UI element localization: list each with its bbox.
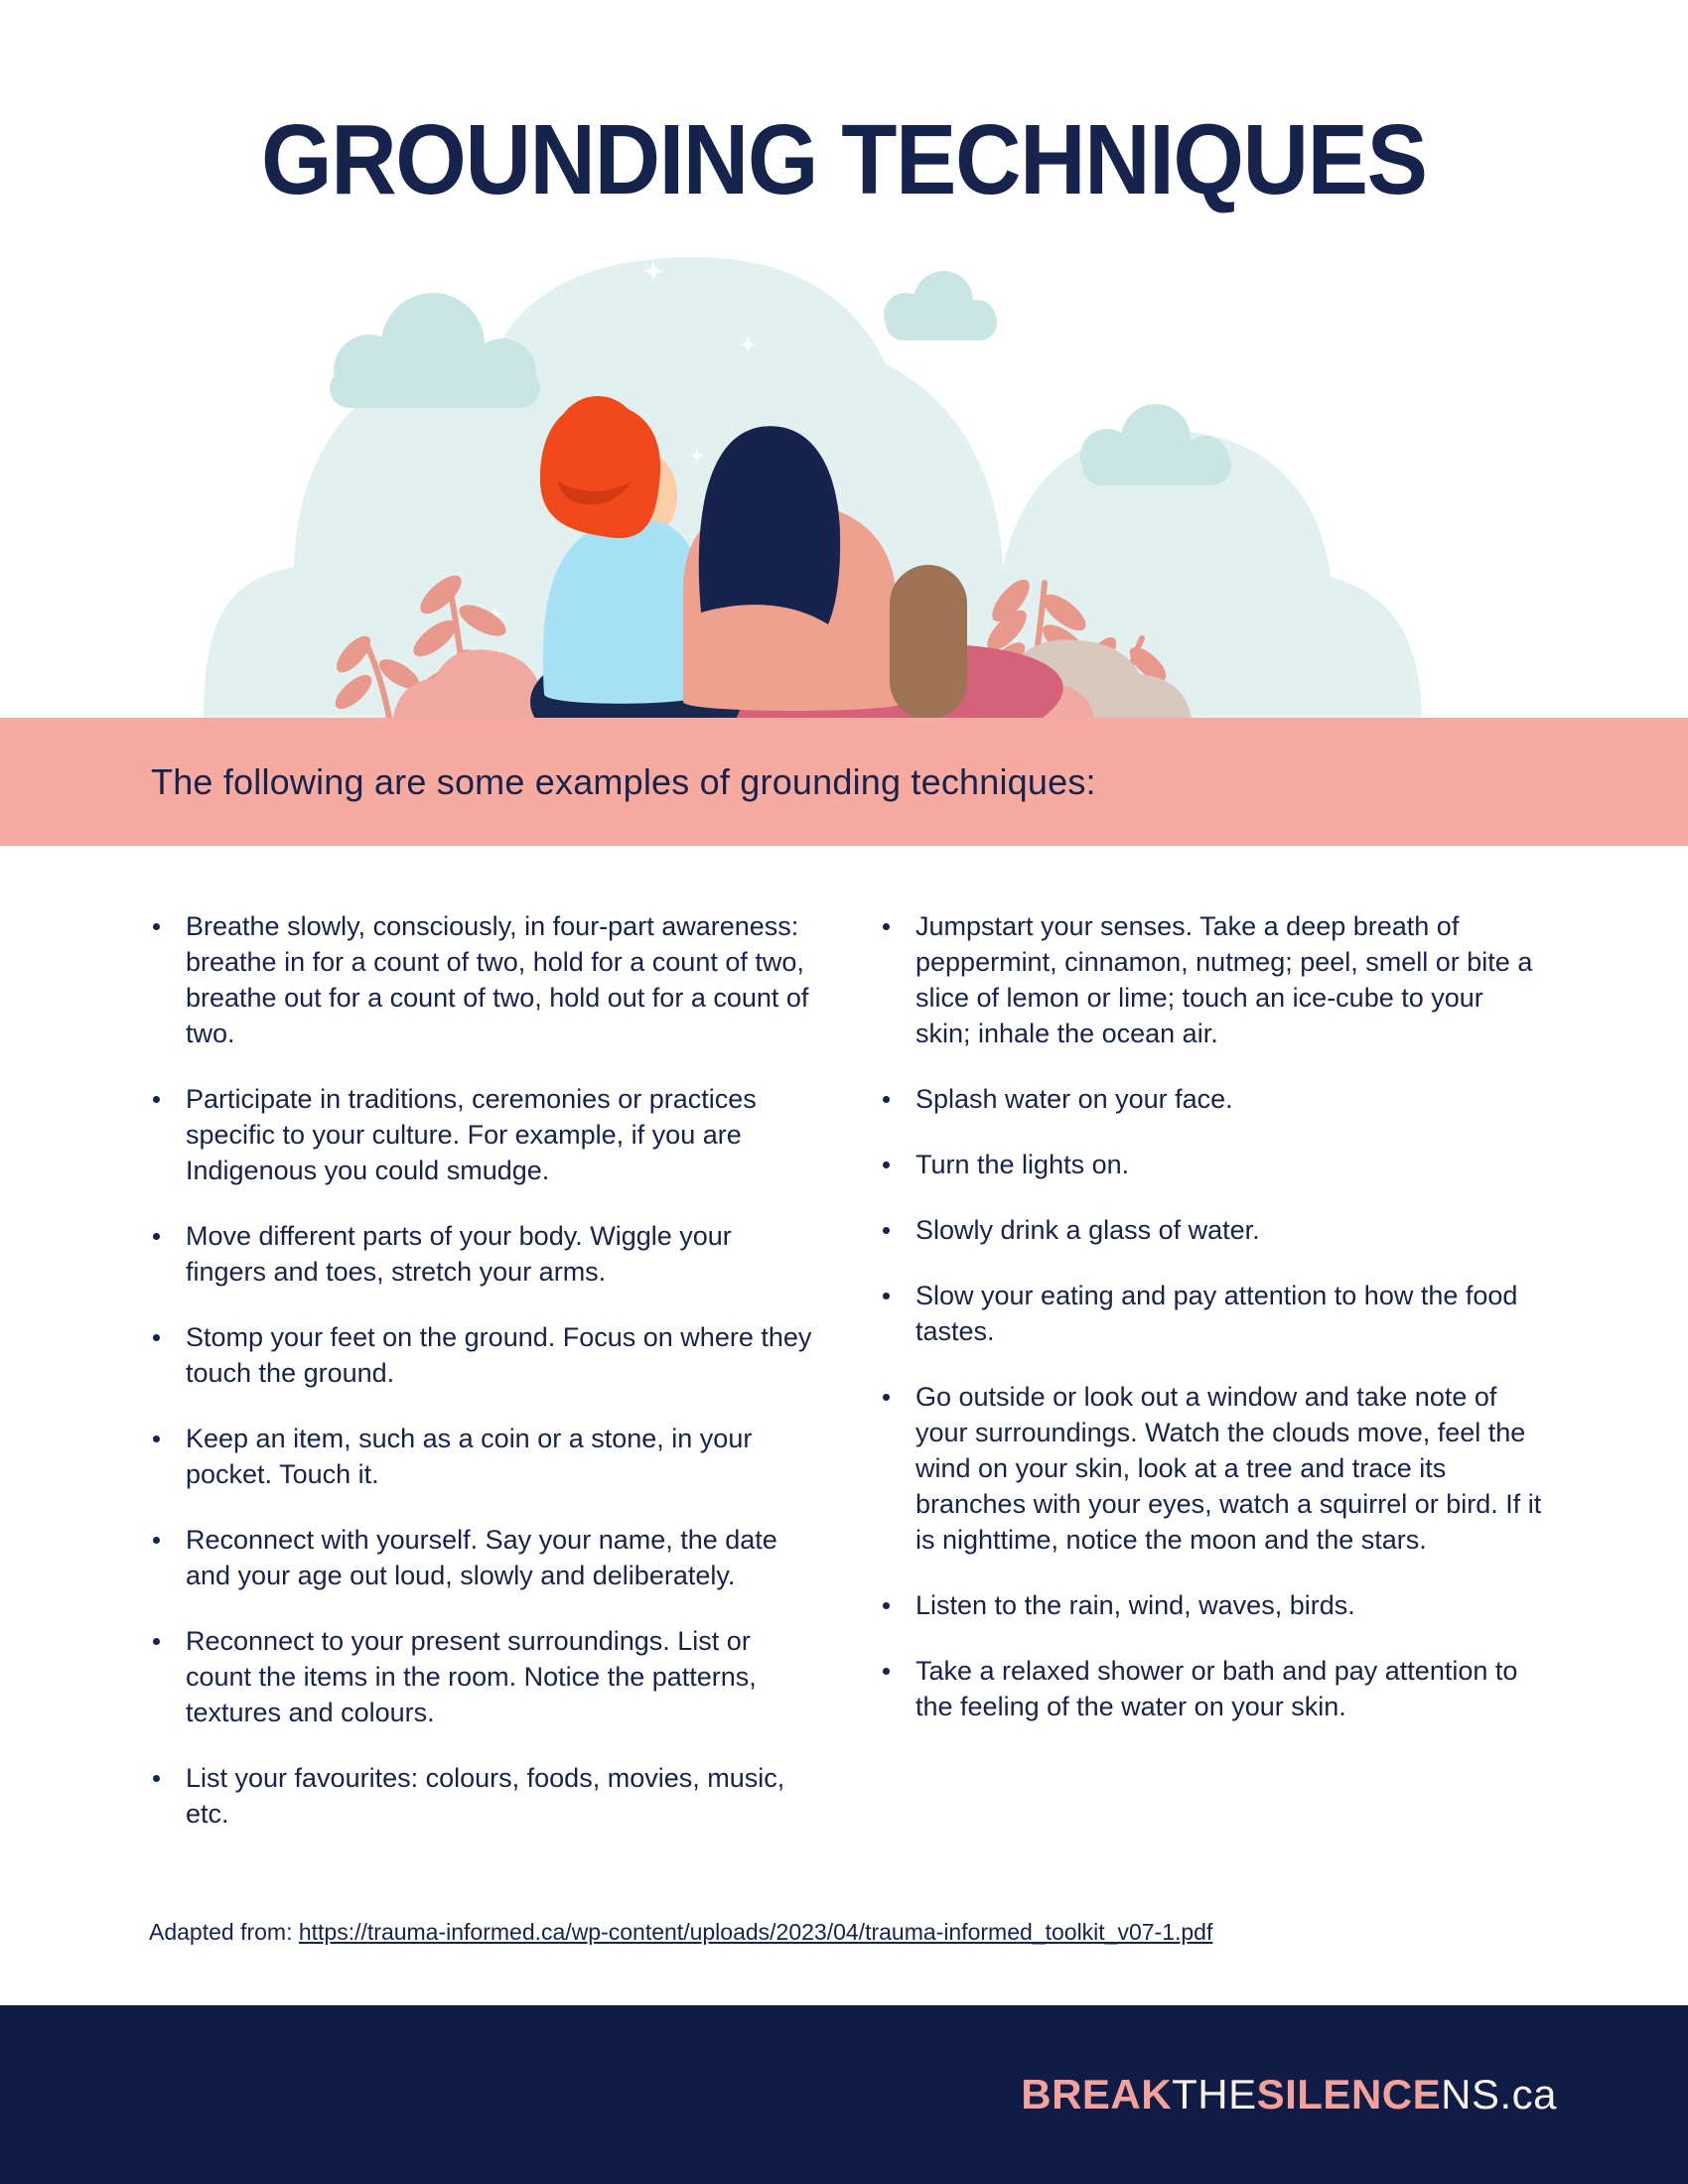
list-item: Participate in traditions, ceremonies or… — [152, 1081, 812, 1188]
bullet-dot — [883, 1096, 890, 1103]
bullet-dot — [153, 1233, 160, 1240]
list-item-text: Reconnect with yourself. Say your name, … — [186, 1525, 777, 1590]
bullet-dot — [883, 923, 890, 930]
brand-segment-nsca: NS.ca — [1441, 2071, 1557, 2117]
bullet-dot — [153, 1638, 160, 1645]
person-left-body — [542, 518, 705, 704]
intro-banner: The following are some examples of groun… — [0, 718, 1688, 846]
list-item: Keep an item, such as a coin or a stone,… — [152, 1421, 812, 1492]
bullet-dot — [883, 1161, 890, 1168]
list-item-text: Splash water on your face. — [915, 1084, 1233, 1114]
small-cloud-left-icon — [330, 293, 540, 408]
page-title: GROUNDING TECHNIQUES — [0, 110, 1688, 209]
person-right-hair — [698, 426, 841, 624]
list-item: Slow your eating and pay attention to ho… — [882, 1278, 1542, 1349]
list-item: Stomp your feet on the ground. Focus on … — [152, 1319, 812, 1391]
list-item: Reconnect to your present surroundings. … — [152, 1623, 812, 1730]
list-item-text: Move different parts of your body. Wiggl… — [186, 1221, 732, 1287]
source-prefix: Adapted from: — [149, 1919, 299, 1945]
list-item-text: Stomp your feet on the ground. Focus on … — [186, 1322, 812, 1388]
techniques-columns: Breathe slowly, consciously, in four-par… — [152, 908, 1542, 1861]
list-item: Go outside or look out a window and take… — [882, 1379, 1542, 1558]
bullet-dot — [883, 1293, 890, 1299]
bullet-dot — [153, 1096, 160, 1103]
source-attribution: Adapted from: https://trauma-informed.ca… — [149, 1919, 1212, 1946]
bullet-dot — [153, 923, 160, 930]
list-item-text: Listen to the rain, wind, waves, birds. — [915, 1590, 1355, 1620]
bullet-dot — [153, 1537, 160, 1544]
brand-segment-the: THE — [1172, 2071, 1257, 2117]
brand-segment-break: BREAK — [1021, 2071, 1173, 2117]
list-item: Reconnect with yourself. Say your name, … — [152, 1522, 812, 1593]
small-cloud-mid-right-icon — [1080, 404, 1231, 485]
list-item: Breathe slowly, consciously, in four-par… — [152, 908, 812, 1051]
brand-segment-silence: SILENCE — [1256, 2071, 1442, 2117]
bullet-dot — [153, 1775, 160, 1782]
list-item: Take a relaxed shower or bath and pay at… — [882, 1653, 1542, 1724]
bullet-dot — [883, 1602, 890, 1609]
list-item-text: Participate in traditions, ceremonies or… — [186, 1084, 757, 1185]
list-item: Turn the lights on. — [882, 1147, 1542, 1182]
bullet-dot — [883, 1668, 890, 1675]
list-item-text: Slowly drink a glass of water. — [915, 1215, 1260, 1245]
page-title-text: GROUNDING TECHNIQUES — [261, 104, 1428, 215]
intro-banner-text: The following are some examples of groun… — [151, 760, 1096, 802]
bullet-dot — [153, 1334, 160, 1341]
bullet-dot — [883, 1394, 890, 1401]
source-link[interactable]: https://trauma-informed.ca/wp-content/up… — [298, 1919, 1213, 1945]
list-item-text: Take a relaxed shower or bath and pay at… — [915, 1656, 1518, 1721]
list-item-text: Jumpstart your senses. Take a deep breat… — [915, 911, 1533, 1048]
techniques-column-right: Jumpstart your senses. Take a deep breat… — [882, 908, 1542, 1861]
list-item-text: Slow your eating and pay attention to ho… — [915, 1281, 1518, 1346]
person-left-hair — [539, 396, 661, 539]
illustration-couple-scene — [204, 257, 1422, 718]
list-item-text: Turn the lights on. — [915, 1150, 1130, 1179]
list-item-text: List your favourites: colours, foods, mo… — [186, 1763, 785, 1829]
list-item: Slowly drink a glass of water. — [882, 1212, 1542, 1248]
person-right-arm — [890, 565, 967, 718]
list-item: Move different parts of your body. Wiggl… — [152, 1218, 812, 1290]
list-item-text: Go outside or look out a window and take… — [915, 1382, 1542, 1555]
small-cloud-top-right-icon — [884, 271, 997, 341]
list-item: List your favourites: colours, foods, mo… — [152, 1760, 812, 1832]
list-item: Listen to the rain, wind, waves, birds. — [882, 1587, 1542, 1623]
bullet-dot — [153, 1435, 160, 1442]
techniques-column-left: Breathe slowly, consciously, in four-par… — [152, 908, 812, 1861]
list-item-text: Breathe slowly, consciously, in four-par… — [186, 911, 809, 1048]
list-item: Jumpstart your senses. Take a deep breat… — [882, 908, 1542, 1051]
list-item-text: Keep an item, such as a coin or a stone,… — [186, 1424, 753, 1489]
bush-pink-left-icon — [393, 649, 570, 718]
list-item: Splash water on your face. — [882, 1081, 1542, 1117]
list-item-text: Reconnect to your present surroundings. … — [186, 1626, 757, 1727]
bullet-dot — [883, 1227, 890, 1234]
